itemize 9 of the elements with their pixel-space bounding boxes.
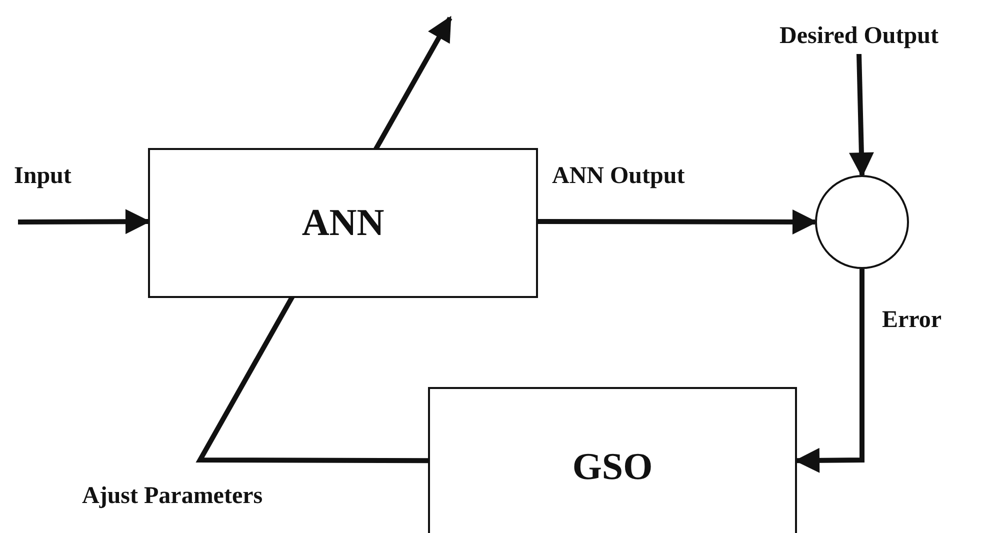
arrow — [538, 209, 818, 234]
signal-label: Desired Output — [733, 18, 985, 54]
block-label: ANN — [302, 201, 384, 245]
edge-label: Ajust Parameters — [82, 483, 263, 510]
arrow — [18, 209, 150, 234]
block-box — [428, 387, 797, 533]
arrow — [848, 54, 874, 178]
block-label: GSO — [572, 445, 653, 489]
block-box — [148, 148, 538, 298]
